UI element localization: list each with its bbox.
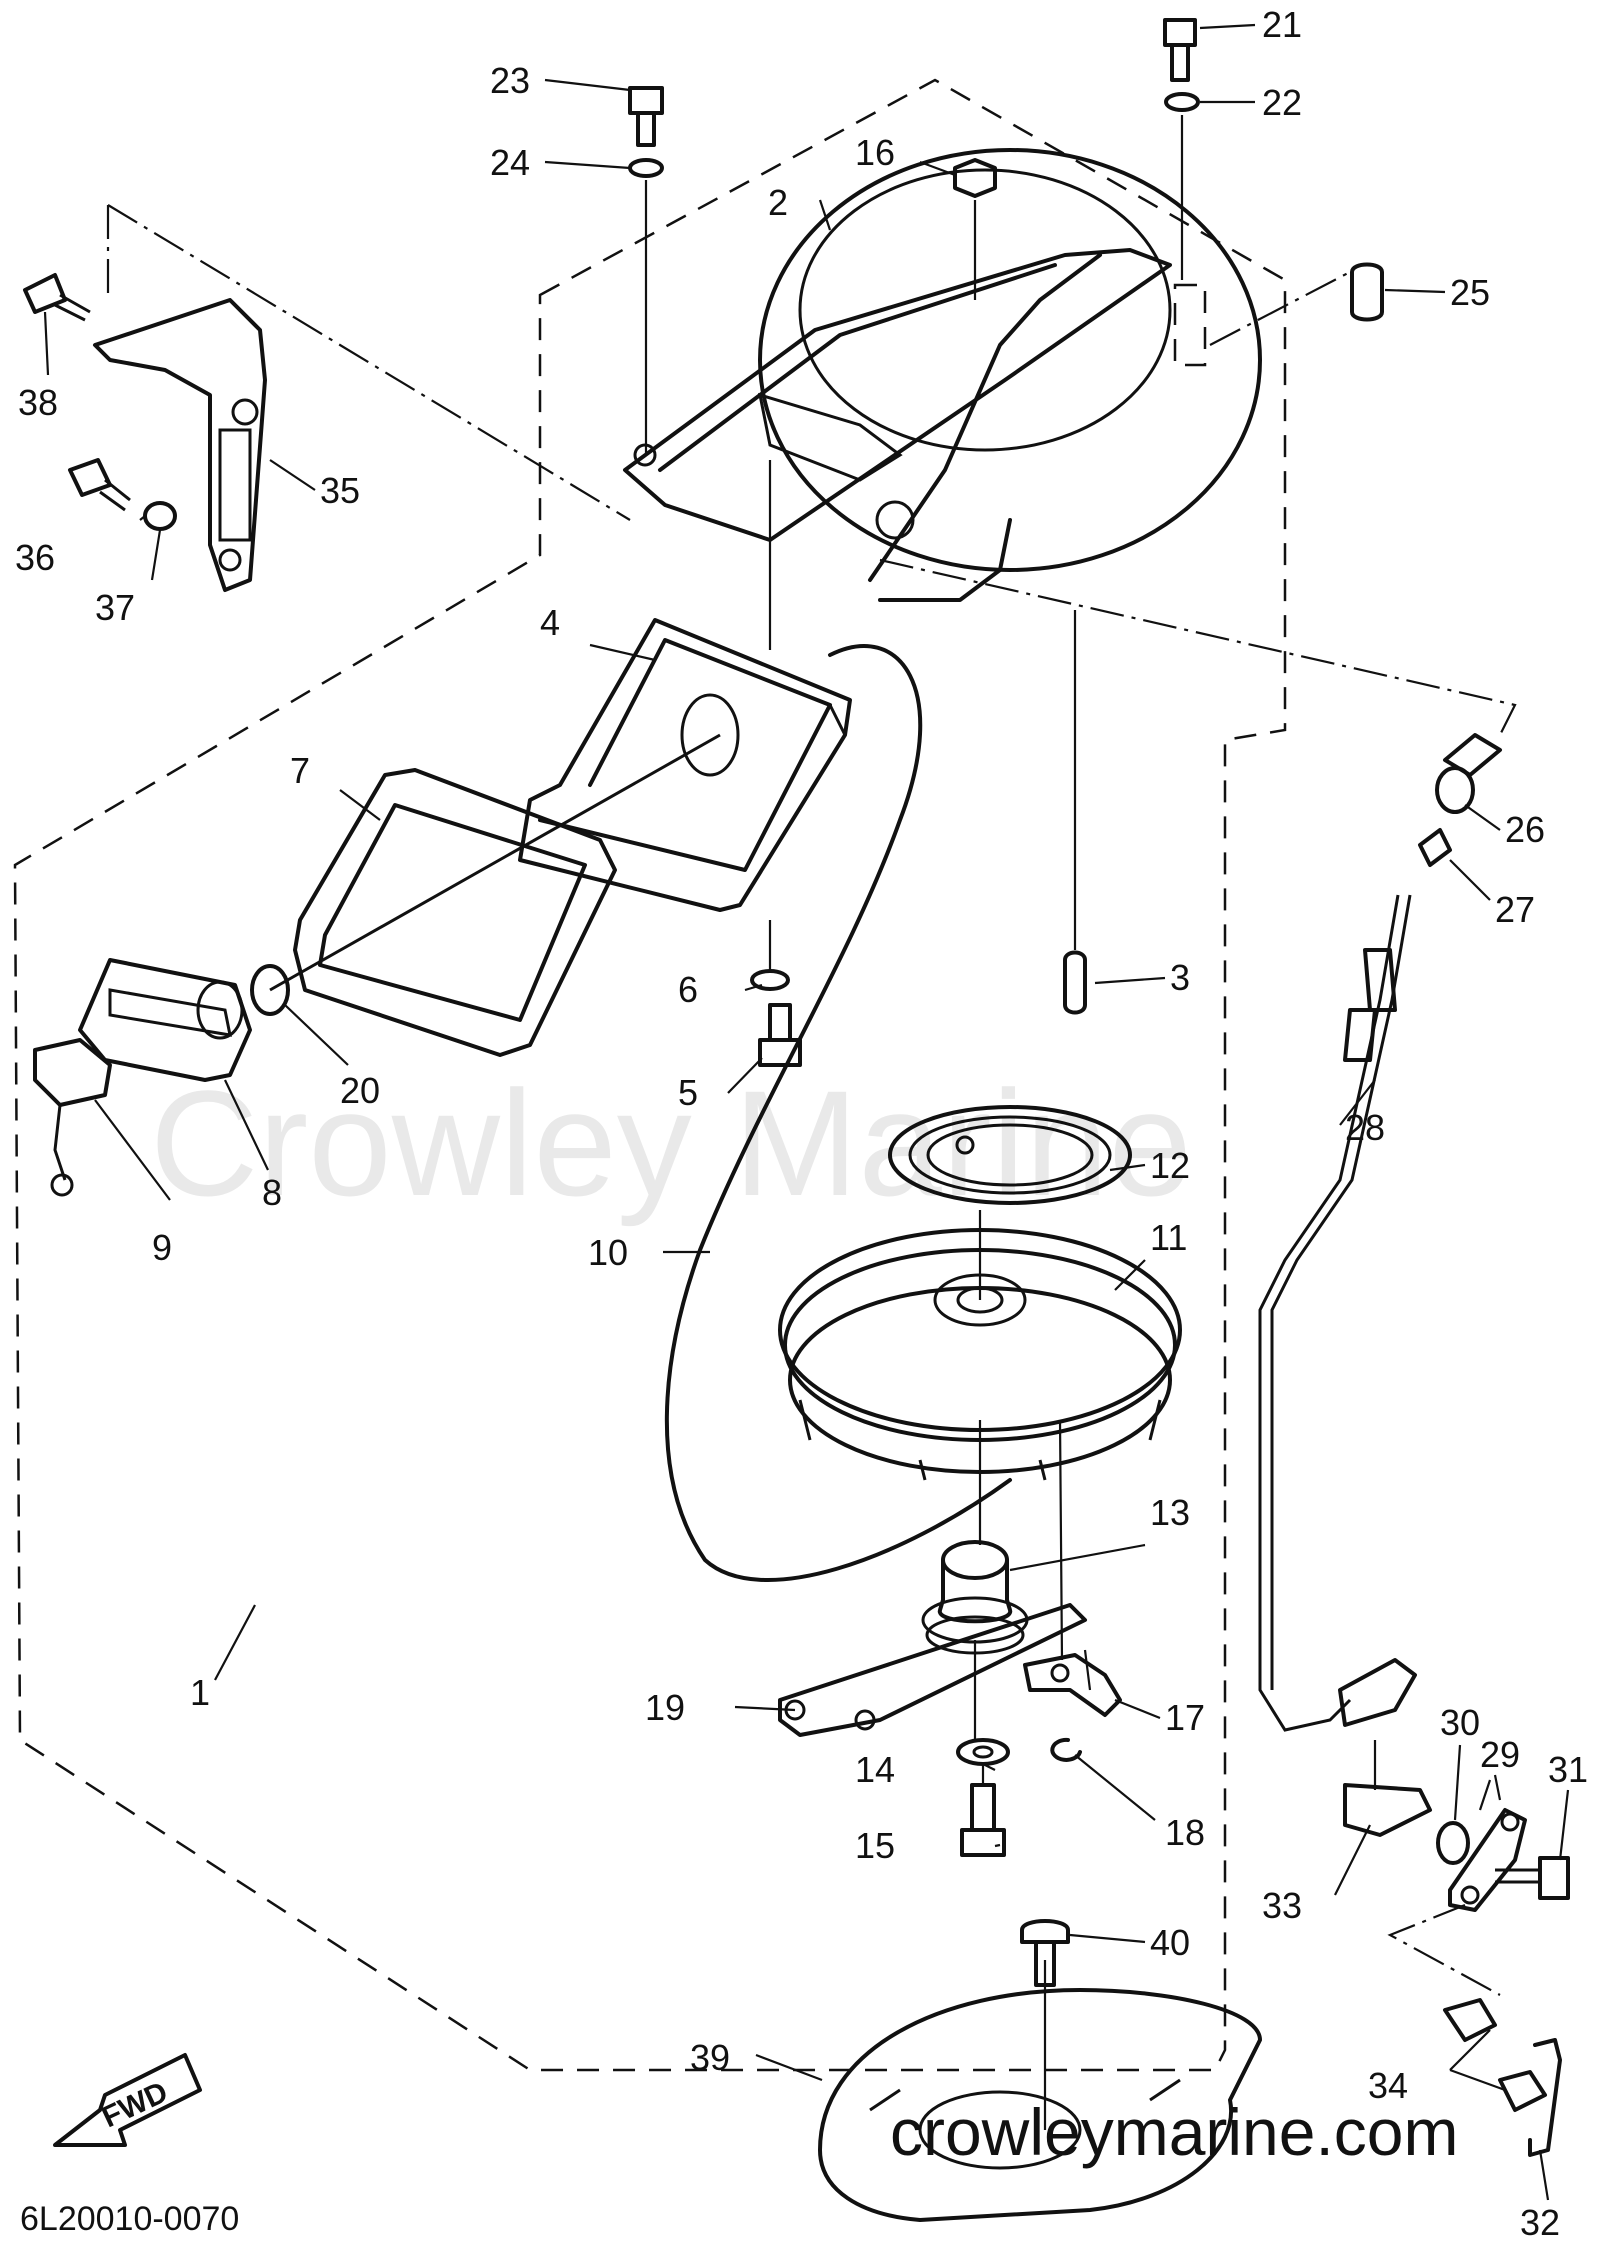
cable-clamp [1343, 1783, 1432, 1837]
callout-34: 34 [1368, 2065, 1408, 2106]
callout-2: 2 [768, 182, 788, 223]
collar-25 [1350, 262, 1384, 322]
callout-40: 40 [1150, 1922, 1190, 1963]
assembly-outline [13, 78, 1287, 2072]
spring-clip [1528, 2038, 1562, 2157]
callout-32: 32 [1520, 2202, 1560, 2243]
callout-1: 1 [190, 1672, 210, 1713]
starter-rope [664, 644, 1012, 1582]
callout-8: 8 [262, 1172, 282, 1213]
pin-3 [1063, 950, 1087, 1015]
callout-20: 20 [340, 1070, 380, 1111]
callout-21: 21 [1262, 4, 1302, 45]
callout-5: 5 [678, 1072, 698, 1113]
bolt-23 [628, 86, 664, 147]
callout-10: 10 [588, 1232, 628, 1273]
site-watermark: crowleymarine.com [890, 2095, 1458, 2169]
callout-11: 11 [1150, 1217, 1187, 1258]
callout-7: 7 [290, 750, 310, 791]
bolt-36 [68, 458, 131, 512]
callout-24: 24 [490, 142, 530, 183]
bolt-31 [1495, 1856, 1570, 1900]
circlip [1050, 1737, 1082, 1762]
callout-29: 29 [1480, 1734, 1520, 1775]
callout-9: 9 [152, 1227, 172, 1268]
washer-37 [143, 501, 177, 531]
recoil-spring [888, 1105, 1132, 1205]
callout-38: 38 [18, 382, 58, 423]
bolt-21 [1163, 18, 1197, 82]
friction-plate [778, 1603, 1087, 1737]
callout-16: 16 [855, 132, 895, 173]
case-cover [518, 618, 852, 912]
watermark-text: Crowley Marine [150, 1059, 1192, 1227]
bracket-35 [93, 298, 267, 592]
nut-16 [953, 158, 997, 198]
handle-clip [33, 1038, 112, 1197]
callout-39: 39 [690, 2037, 730, 2078]
callout-31: 31 [1548, 1749, 1588, 1790]
cable-assembly [1258, 733, 1502, 1732]
callout-3: 3 [1170, 957, 1190, 998]
ref-line-cable [879, 558, 1517, 736]
callout-22: 22 [1262, 82, 1302, 123]
ref-line-collar [1209, 271, 1351, 346]
bolt-38 [23, 273, 91, 322]
callout-6: 6 [678, 969, 698, 1010]
bolt-40 [1020, 1919, 1070, 1987]
callout-26: 26 [1505, 809, 1545, 850]
callout-4: 4 [540, 602, 560, 643]
callout-23: 23 [490, 60, 530, 101]
ref-line-link [1387, 1903, 1501, 1996]
callout-14: 14 [855, 1749, 895, 1790]
cover-plate [818, 1988, 1262, 2222]
callout-30: 30 [1440, 1702, 1480, 1743]
callout-25: 25 [1450, 272, 1490, 313]
callout-28: 28 [1345, 1107, 1385, 1148]
washer-24 [628, 158, 664, 178]
washer-6 [750, 969, 790, 991]
callout-18: 18 [1165, 1812, 1205, 1853]
callout-35: 35 [320, 470, 360, 511]
leader-lines [43, 23, 1570, 2201]
callout-17: 17 [1165, 1697, 1205, 1738]
center-bolt [960, 1783, 1006, 1857]
callout-12: 12 [1150, 1145, 1190, 1186]
rope-seal [250, 733, 721, 1016]
callout-37: 37 [95, 587, 135, 628]
ref-line-bracket [106, 204, 631, 521]
cable-clips [1443, 1998, 1547, 2112]
callout-15: 15 [855, 1825, 895, 1866]
starter-case [623, 148, 1262, 602]
washer-14 [956, 1738, 1010, 1766]
diagram-code: 6L20010-0070 [20, 2200, 239, 2238]
handle-frame [293, 768, 617, 1057]
fwd-arrow-icon: FWD [53, 2053, 202, 2147]
bolt-5 [758, 1003, 802, 1067]
lever-link [1448, 1808, 1527, 1912]
fwd-label: FWD [97, 2076, 173, 2135]
callout-33: 33 [1262, 1885, 1302, 1926]
callout-36: 36 [15, 537, 55, 578]
callout-19: 19 [645, 1687, 685, 1728]
starter-handle [78, 958, 252, 1082]
callout-13: 13 [1150, 1492, 1190, 1533]
callout-27: 27 [1495, 889, 1535, 930]
axis-lines [644, 115, 1492, 2130]
collar-30 [1436, 1821, 1470, 1865]
ratchet-pawl [1023, 1653, 1122, 1717]
washer-22 [1164, 92, 1200, 112]
